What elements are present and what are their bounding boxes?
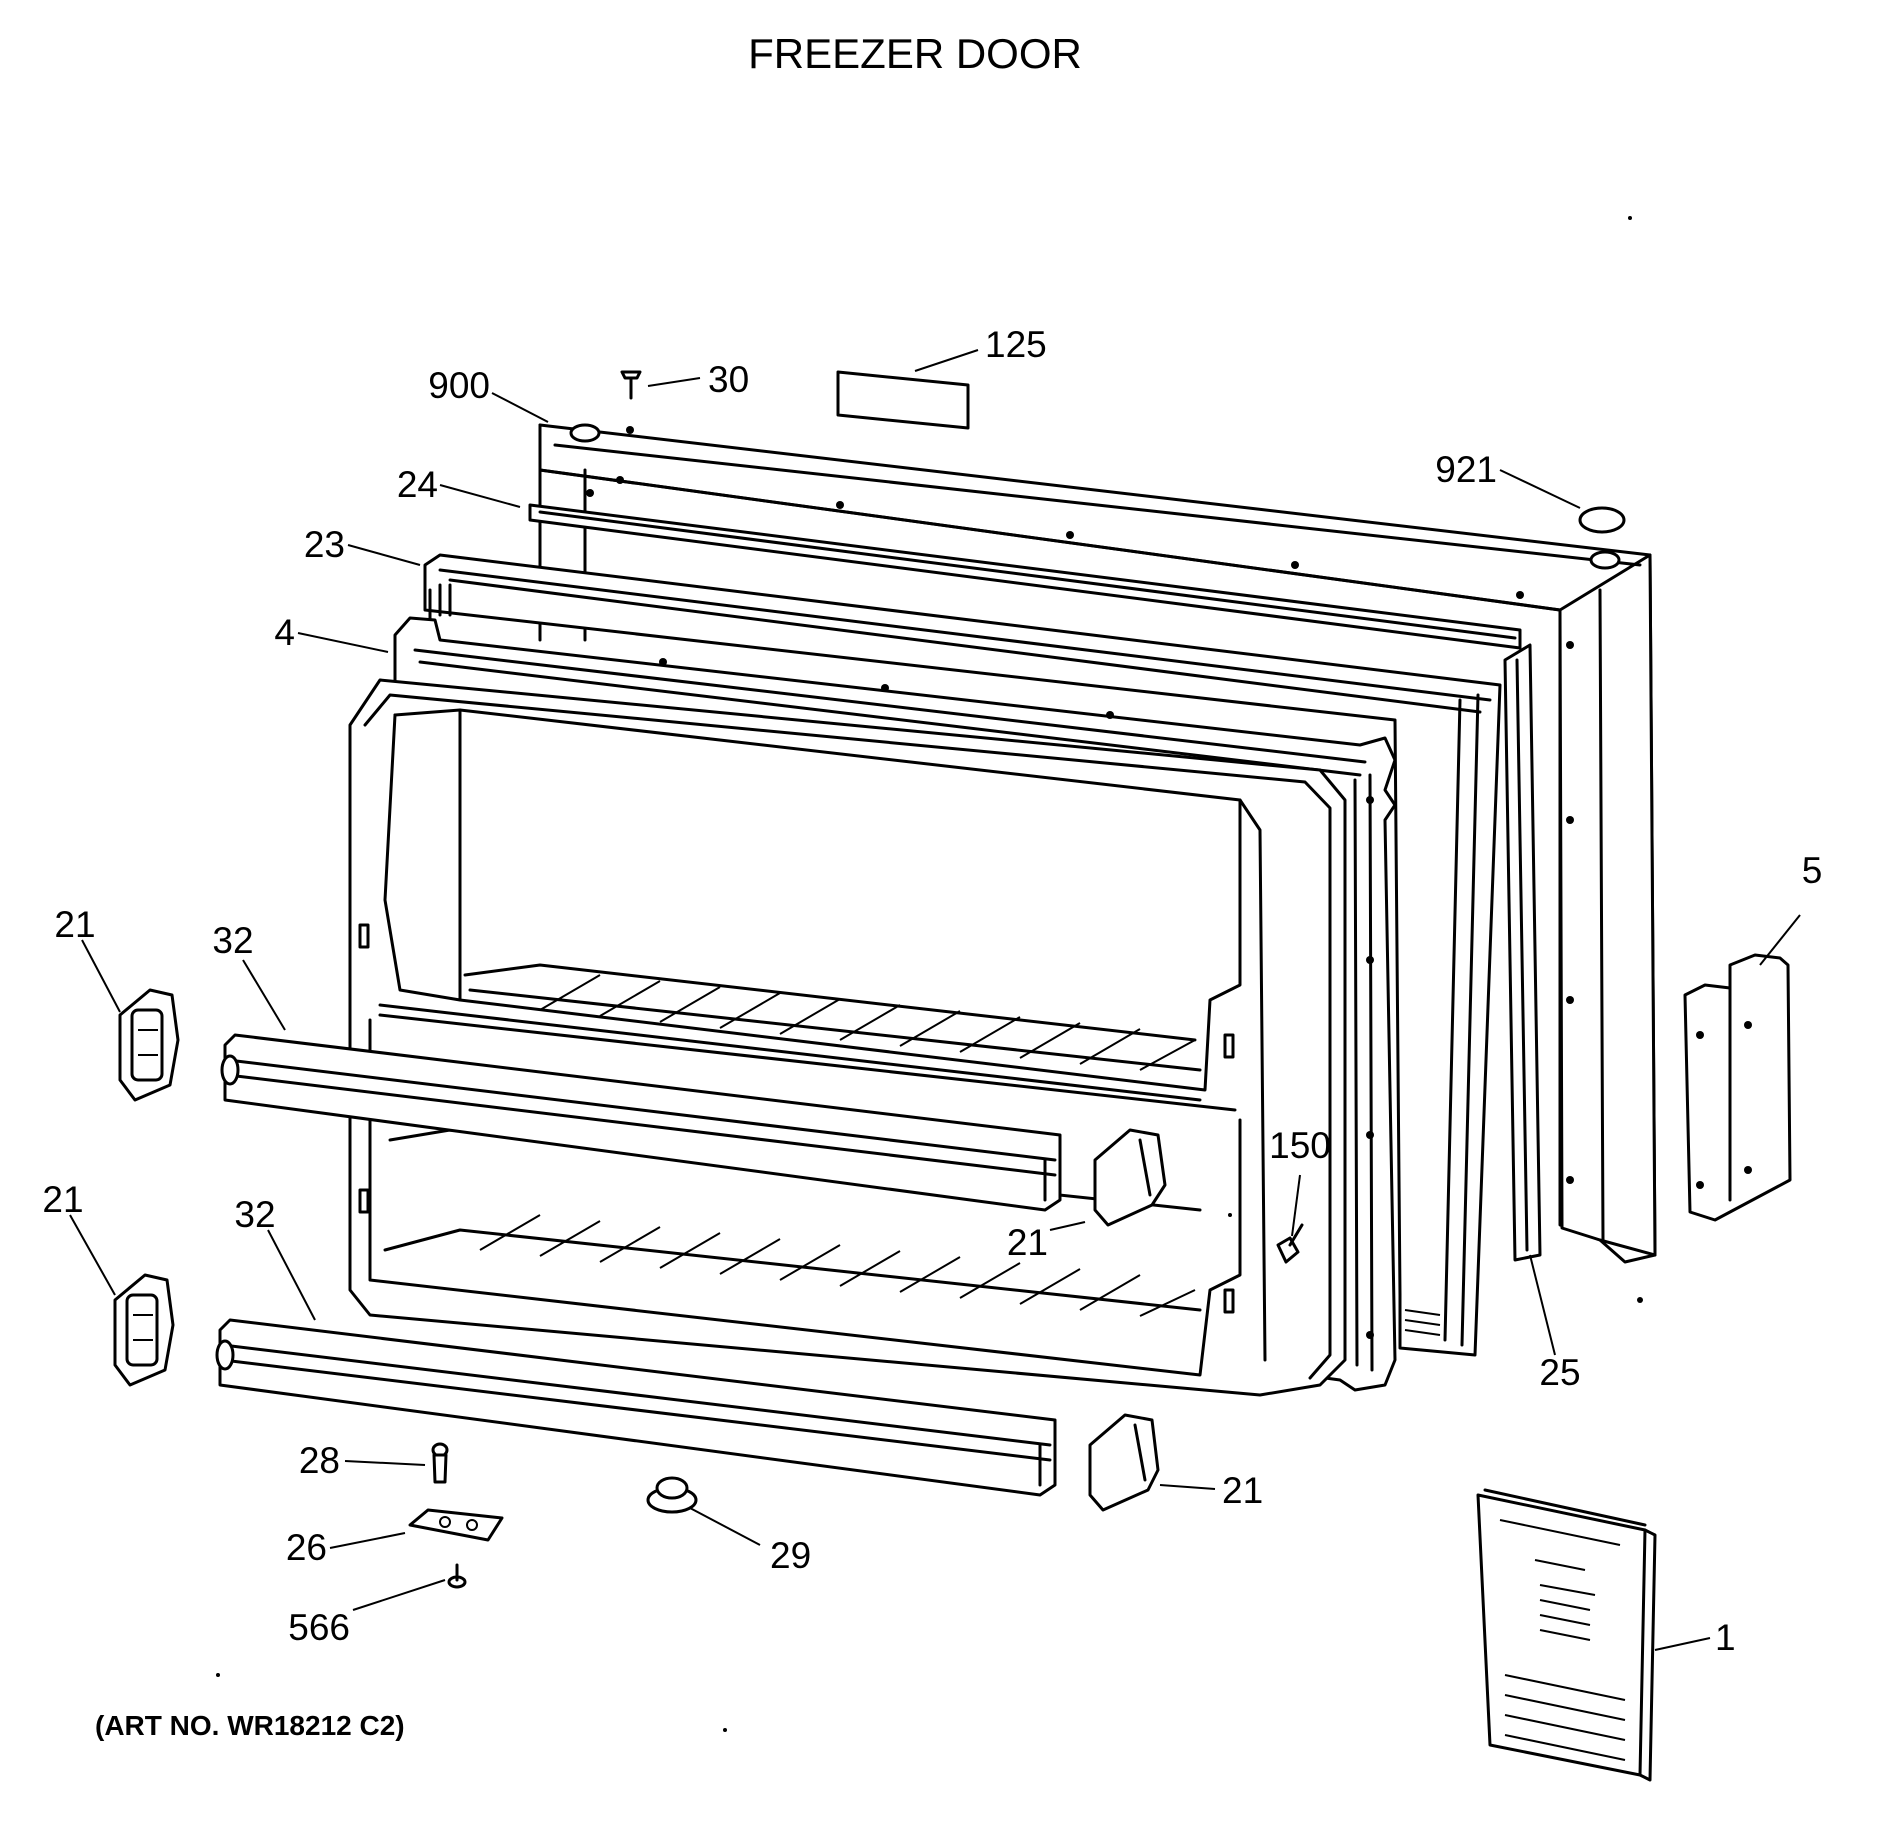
callout-21-lower-left: 21 [42,1179,83,1220]
part-32-upper-shelf-bar [220,1033,1062,1212]
callout-24: 24 [397,464,438,505]
part-5-hinge-bracket [1683,953,1792,1222]
callout-32-upper: 32 [212,920,253,961]
callout-21-upper-right: 21 [1007,1222,1048,1263]
callout-labels: 900 30 125 921 24 23 4 5 21 32 21 32 150… [42,324,1822,1658]
diagram-title: FREEZER DOOR [748,30,1082,77]
part-150-fastener [1276,1223,1304,1264]
callout-30: 30 [708,359,749,400]
callout-23: 23 [304,524,345,565]
callout-25: 25 [1539,1352,1580,1393]
callout-21-lower-right: 21 [1222,1470,1263,1511]
part-23-door-gasket [423,553,1502,1357]
part-21-end-cap-upper-left [118,988,180,1102]
callout-921: 921 [1435,449,1497,490]
part-25-side-gasket-strip [1503,643,1542,1262]
callout-1: 1 [1715,1617,1736,1658]
part-21-end-cap-lower-right [1088,1413,1160,1512]
part-30-screw [620,370,642,400]
part-24-trim-strip [528,503,1522,650]
callout-28: 28 [299,1440,340,1481]
part-566-screw [447,1563,467,1589]
callout-26: 26 [286,1527,327,1568]
callout-32-lower: 32 [234,1194,275,1235]
callout-21-upper-left: 21 [54,904,95,945]
door-liner-shelves [348,678,1347,1397]
part-21-end-cap-lower-left [113,1273,175,1387]
callout-29: 29 [770,1535,811,1576]
part-28-pin [431,1442,449,1484]
part-125-badge [836,370,970,430]
art-number: (ART NO. WR18212 C2) [95,1710,405,1741]
part-1-owners-manual [1476,1488,1657,1782]
callout-5: 5 [1802,850,1823,891]
callout-150: 150 [1269,1125,1331,1166]
callout-125: 125 [985,324,1047,365]
callout-900: 900 [428,365,490,406]
part-921-plug [1578,506,1626,534]
part-21-end-cap-upper-right [1093,1128,1167,1227]
callout-566: 566 [288,1607,350,1648]
callout-4: 4 [274,612,295,653]
part-26-hinge-plate [408,1508,504,1542]
leader-lines [69,349,1801,1651]
part-900-outer-door-panel [538,423,1657,1264]
part-29-bumper [646,1476,698,1514]
part-32-lower-shelf-bar [215,1318,1057,1497]
